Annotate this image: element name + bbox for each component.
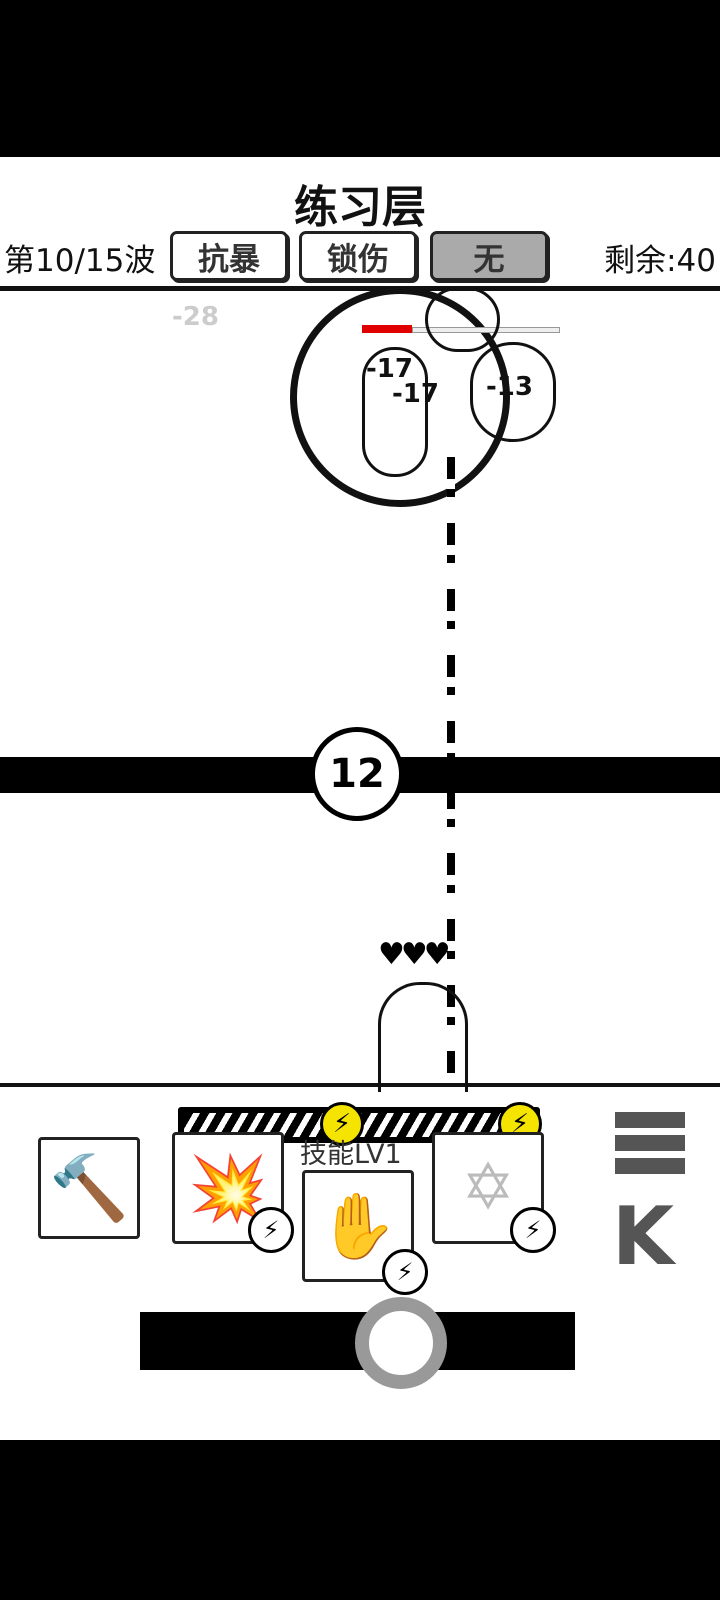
remaining-count: 剩余:40 <box>604 243 716 279</box>
enemy-sprite <box>362 347 428 477</box>
enemy-sprite <box>470 342 556 442</box>
wave-counter: 第10/15波 <box>4 243 156 279</box>
damage-number: -17 <box>392 379 439 409</box>
hexagram-icon: ✡ <box>461 1151 515 1225</box>
player-sprite <box>378 982 468 1092</box>
move-slider-knob[interactable] <box>355 1297 447 1389</box>
wave-timer: 12 <box>310 727 404 821</box>
back-icon[interactable]: K <box>612 1190 674 1283</box>
skill-bolt-icon: ⚡ <box>382 1249 428 1295</box>
fire-hand-skill-button[interactable]: ✋ <box>302 1170 414 1282</box>
tag-button-lock-damage[interactable]: 锁伤 <box>299 231 417 281</box>
tag-button-anti-crit[interactable]: 抗暴 <box>170 231 288 281</box>
tag-button-none[interactable]: 无 <box>430 231 548 281</box>
energy-charge-bolt-icon: ⚡ <box>320 1102 364 1146</box>
hammer-icon: 🔨 <box>49 1151 129 1226</box>
hammer-skill-button[interactable]: 🔨 <box>38 1137 140 1239</box>
player-hearts: ♥♥♥ <box>378 937 451 972</box>
enemy-health-bar <box>362 325 412 333</box>
skill-bolt-icon: ⚡ <box>510 1207 556 1253</box>
fire-hand-icon: ✋ <box>318 1189 398 1264</box>
attack-range-ring <box>290 287 510 507</box>
skill-bolt-icon: ⚡ <box>248 1207 294 1253</box>
menu-icon[interactable] <box>615 1112 685 1174</box>
damage-number: -17 <box>366 354 413 384</box>
top-divider <box>0 286 720 291</box>
damage-number: -28 <box>172 302 219 332</box>
ground-line <box>0 1083 720 1087</box>
skill-level-label: 技能LV1 <box>300 1139 402 1170</box>
hexagram-skill-button[interactable]: ✡ <box>432 1132 544 1244</box>
game-screen: 练习层 第10/15波 抗暴 锁伤 无 剩余:40 -28 -17 -17 -1… <box>0 157 720 1440</box>
explosion-skill-button[interactable]: 💥 <box>172 1132 284 1244</box>
level-title: 练习层 <box>294 182 426 233</box>
enemy-sprite <box>425 287 500 352</box>
damage-number: -13 <box>486 372 533 402</box>
